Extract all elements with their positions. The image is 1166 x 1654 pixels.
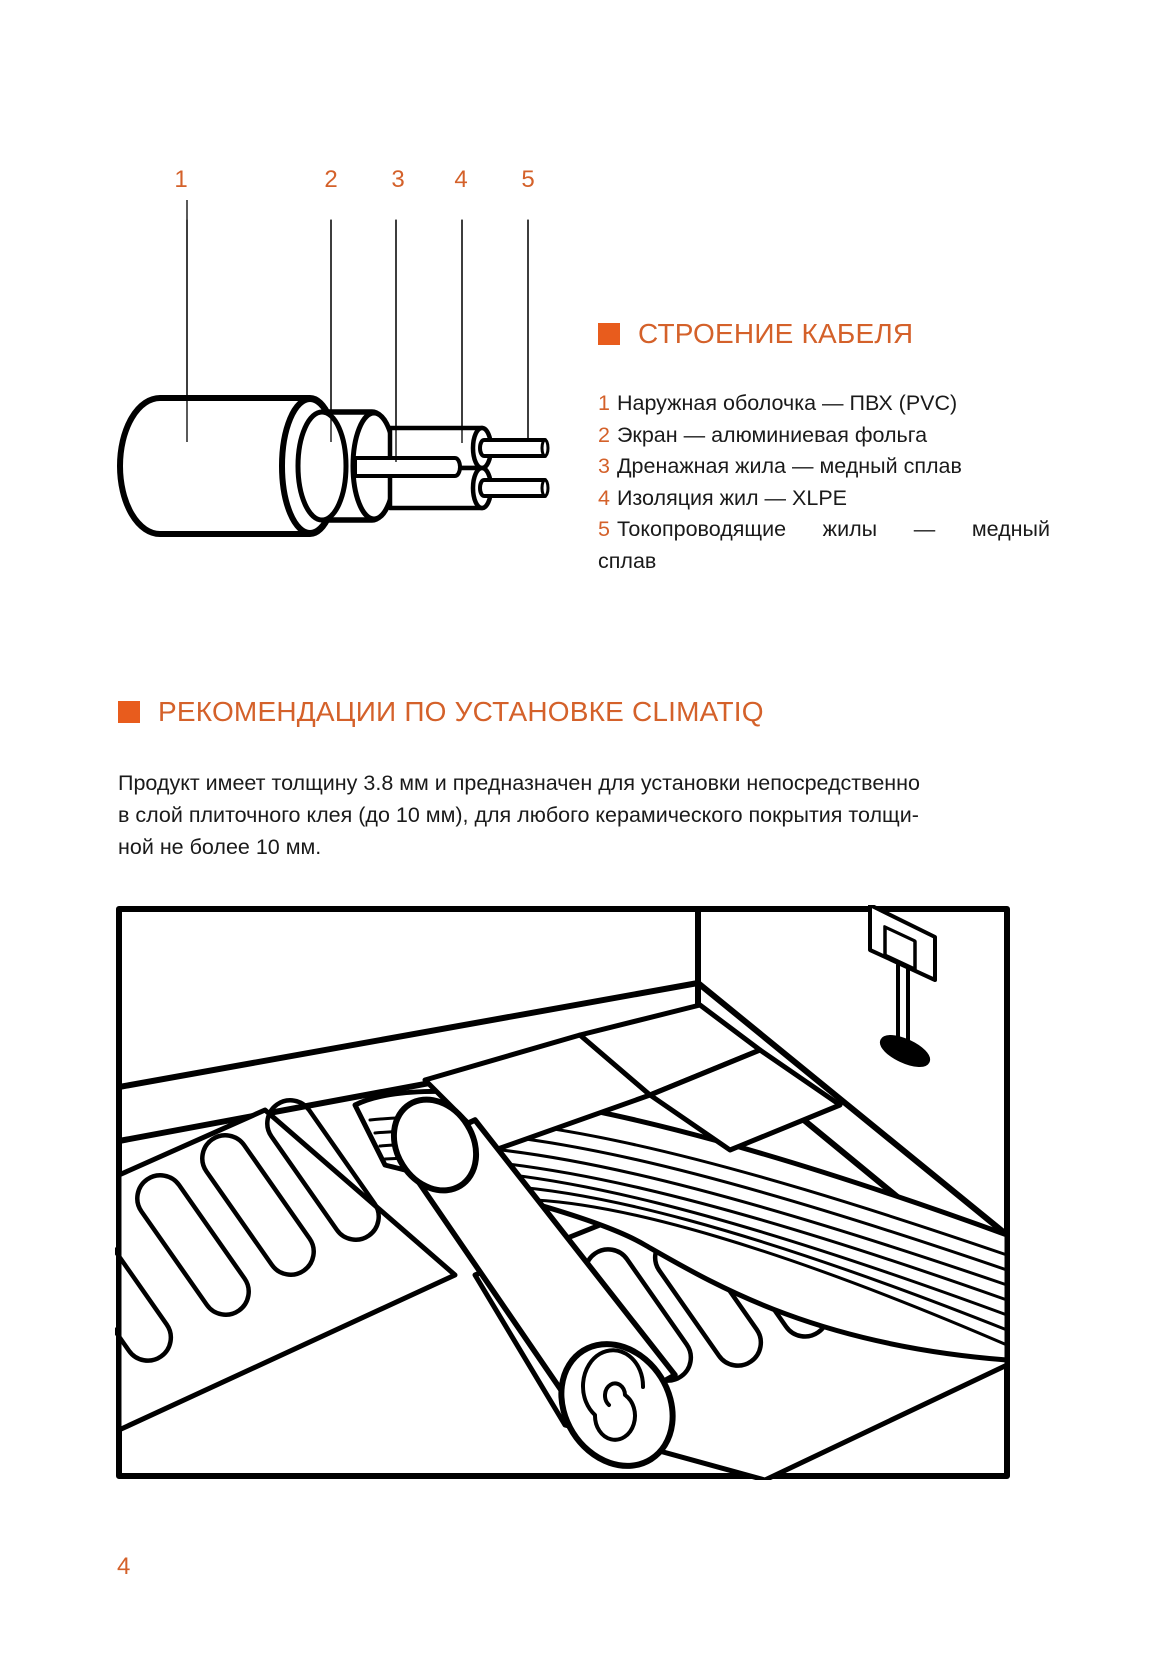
cable-structure-title: СТРОЕНИЕ КАБЕЛЯ: [638, 318, 914, 349]
accent-square-icon: [598, 323, 620, 345]
paragraph-line: ной не более 10 мм.: [118, 835, 322, 859]
legend-text: Экран — алюминиевая фольга: [616, 422, 928, 447]
legend-num: 1: [598, 391, 610, 415]
paragraph-line: Продукт имеет толщину 3.8 мм и предназна…: [118, 771, 920, 795]
installation-illustration: [115, 905, 1010, 1480]
callout-1: 1: [174, 166, 188, 193]
installation-heading: РЕКОМЕНДАЦИИ ПО УСТАНОВКЕ CLIMATIQ: [118, 696, 764, 728]
legend-num: 2: [598, 422, 610, 447]
legend-num: 4: [598, 485, 610, 510]
cable-illustration: [117, 200, 550, 537]
accent-square-icon: [118, 701, 140, 723]
legend-text: Токопроводящие жилы — медный: [616, 517, 1050, 541]
callout-4: 4: [454, 166, 468, 193]
legend-text: Изоляция жил — XLPE: [616, 485, 848, 510]
legend-item-continuation: сплав: [598, 548, 657, 573]
callout-2: 2: [324, 166, 338, 193]
legend-num: 5: [598, 517, 610, 541]
installation-title: РЕКОМЕНДАЦИИ ПО УСТАНОВКЕ CLIMATIQ: [158, 696, 764, 727]
legend-text: Дренажная жила — медный сплав: [616, 454, 962, 478]
legend-text: Наружная оболочка — ПВХ (PVC): [616, 391, 958, 415]
callout-5: 5: [521, 166, 535, 193]
callout-3: 3: [391, 166, 405, 193]
page-number: 4: [117, 1553, 131, 1580]
paragraph-line: в слой плиточного клея (до 10 мм), для л…: [118, 803, 919, 827]
cable-structure-heading: СТРОЕНИЕ КАБЕЛЯ: [598, 318, 913, 350]
installation-paragraph: Продукт имеет толщину 3.8 мм и предназна…: [118, 767, 1048, 863]
legend-num: 3: [598, 454, 610, 478]
